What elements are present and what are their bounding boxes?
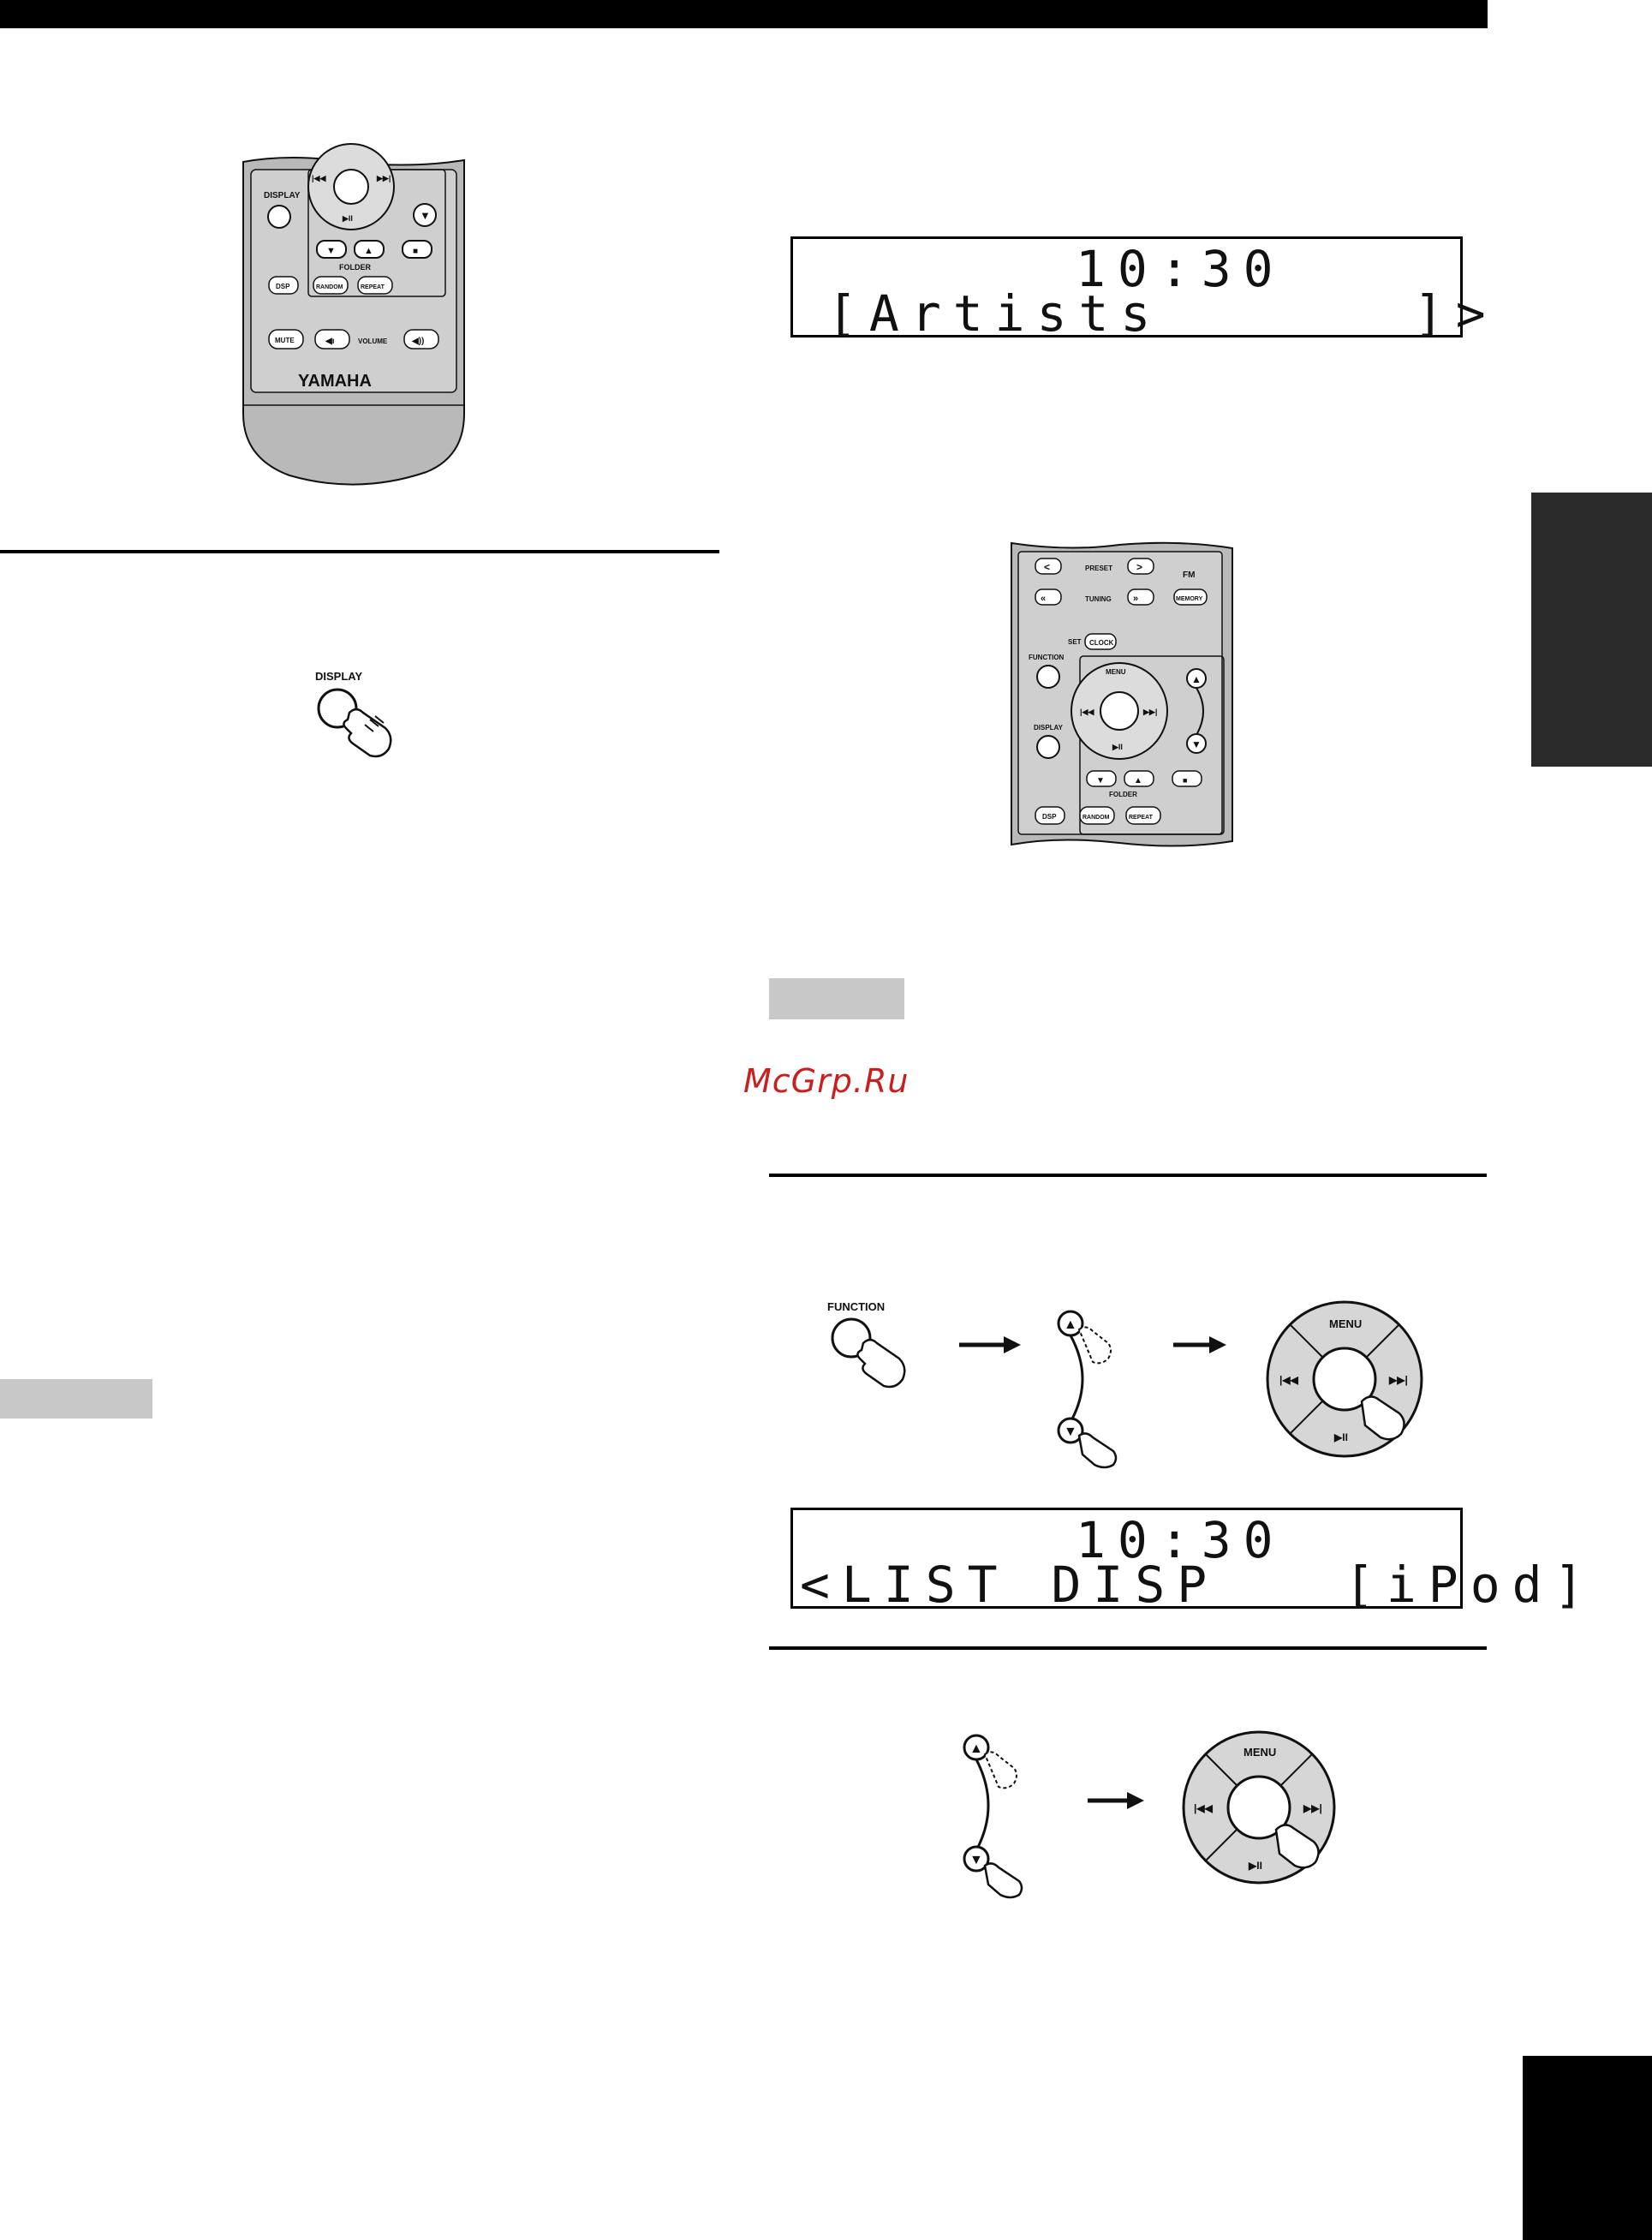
svg-text:«: « bbox=[1041, 594, 1046, 604]
svg-text:▼: ▼ bbox=[420, 209, 431, 222]
lcd2-menu-text: <LIST DISP [iPod] bbox=[800, 1556, 1596, 1614]
step1-illustration: FUNCTION ▲ ▼ MENU |◀◀ ▶▶| ▶II bbox=[827, 1300, 1423, 1469]
svg-text:■: ■ bbox=[1183, 776, 1187, 785]
top-bar bbox=[0, 0, 1488, 28]
remote-illustration-middle: < PRESET > FM « TUNING » MEMORY SET CLOC… bbox=[1011, 541, 1233, 847]
svg-text:▶▶|: ▶▶| bbox=[1388, 1374, 1408, 1386]
svg-text:|◀◀: |◀◀ bbox=[1194, 1802, 1214, 1814]
remote-mid-dsp-label: DSP bbox=[1042, 813, 1057, 821]
remote-mid-display-label: DISPLAY bbox=[1034, 724, 1064, 732]
section-rule-right-1 bbox=[769, 1174, 1487, 1177]
note-box-left bbox=[0, 1379, 152, 1419]
svg-text:▶II: ▶II bbox=[1248, 1860, 1262, 1872]
svg-text:◀ı: ◀ı bbox=[325, 337, 335, 346]
svg-text:>: > bbox=[1136, 561, 1142, 573]
remote-top-display-label: DISPLAY bbox=[264, 191, 301, 200]
step2-illustration: ▲ ▼ MENU |◀◀ ▶▶| ▶II bbox=[963, 1730, 1336, 1899]
svg-text:▲: ▲ bbox=[1064, 1317, 1077, 1332]
remote-mid-repeat-label: REPEAT bbox=[1129, 815, 1154, 821]
svg-text:▶▶|: ▶▶| bbox=[376, 174, 391, 182]
step2-menu-label: MENU bbox=[1243, 1746, 1276, 1759]
svg-text:▶II: ▶II bbox=[1333, 1431, 1348, 1443]
svg-text:|◀◀: |◀◀ bbox=[1279, 1374, 1299, 1386]
svg-text:▶II: ▶II bbox=[1112, 743, 1123, 751]
lcd-display-artists: 10:30 [Artists ]> bbox=[790, 236, 1486, 338]
svg-text:▼: ▼ bbox=[1191, 738, 1202, 750]
display-button-illustration: DISPLAY bbox=[315, 670, 392, 758]
remote-mid-fm-label: FM bbox=[1183, 570, 1195, 580]
section-rule-right-2 bbox=[769, 1646, 1487, 1650]
remote-top-random-label: RANDOM bbox=[316, 284, 343, 290]
remote-top-folder-label: FOLDER bbox=[339, 263, 371, 272]
remote-top-brand: YAMAHA bbox=[298, 372, 372, 391]
remote-mid-folder-label: FOLDER bbox=[1109, 791, 1137, 798]
svg-text:▶▶|: ▶▶| bbox=[1303, 1802, 1322, 1814]
side-tab-upper bbox=[1531, 493, 1652, 767]
remote-mid-tuning-label: TUNING bbox=[1085, 595, 1112, 603]
svg-text:▼: ▼ bbox=[1096, 776, 1105, 785]
remote-top-volume-label: VOLUME bbox=[358, 337, 388, 345]
svg-text:▲: ▲ bbox=[969, 1741, 983, 1756]
display-button-label: DISPLAY bbox=[315, 670, 362, 683]
lcd-display-list-disp: 10:30 <LIST DISP [iPod] bbox=[790, 1508, 1583, 1610]
svg-text:◀)): ◀)) bbox=[411, 337, 424, 346]
remote-mid-set-label: SET bbox=[1068, 638, 1082, 646]
remote-top-dsp-label: DSP bbox=[276, 283, 290, 290]
svg-text:<: < bbox=[1044, 561, 1050, 573]
svg-text:▼: ▼ bbox=[326, 246, 336, 256]
svg-text:▼: ▼ bbox=[969, 1853, 983, 1867]
lcd1-time: 10:30 bbox=[1076, 240, 1285, 298]
note-box-right bbox=[769, 978, 904, 1019]
svg-text:▲: ▲ bbox=[364, 246, 373, 256]
step1-function-label: FUNCTION bbox=[827, 1300, 885, 1313]
svg-text:|◀◀: |◀◀ bbox=[312, 174, 326, 182]
svg-text:■: ■ bbox=[413, 247, 418, 256]
svg-text:▶II: ▶II bbox=[342, 214, 353, 223]
svg-text:▲: ▲ bbox=[1191, 673, 1202, 685]
remote-mid-menu-label: MENU bbox=[1106, 668, 1126, 676]
svg-text:▲: ▲ bbox=[1134, 776, 1142, 785]
svg-text:»: » bbox=[1133, 594, 1138, 604]
svg-text:▼: ▼ bbox=[1064, 1425, 1077, 1439]
remote-mid-random-label: RANDOM bbox=[1082, 815, 1110, 821]
watermark-text: McGrp.Ru bbox=[743, 1062, 909, 1100]
lcd2-time: 10:30 bbox=[1076, 1511, 1285, 1569]
svg-text:▶▶|: ▶▶| bbox=[1142, 708, 1157, 716]
remote-top-mute-label: MUTE bbox=[275, 337, 295, 344]
side-tab-lower bbox=[1523, 2056, 1652, 2240]
lcd1-menu-text: [Artists ]> bbox=[827, 284, 1498, 343]
remote-mid-clock-label: CLOCK bbox=[1089, 639, 1114, 647]
remote-illustration-top: |◀◀ ▶▶| ▶II ▼ DISPLAY ▼ ▲ ■ FOLDER DSP R… bbox=[242, 143, 465, 486]
step1-menu-label: MENU bbox=[1329, 1317, 1362, 1330]
section-rule-left bbox=[0, 550, 719, 553]
remote-mid-preset-label: PRESET bbox=[1085, 564, 1112, 572]
svg-text:|◀◀: |◀◀ bbox=[1080, 708, 1094, 716]
remote-mid-function-label: FUNCTION bbox=[1029, 654, 1065, 661]
remote-top-repeat-label: REPEAT bbox=[361, 284, 385, 290]
remote-mid-memory-label: MEMORY bbox=[1176, 596, 1203, 602]
